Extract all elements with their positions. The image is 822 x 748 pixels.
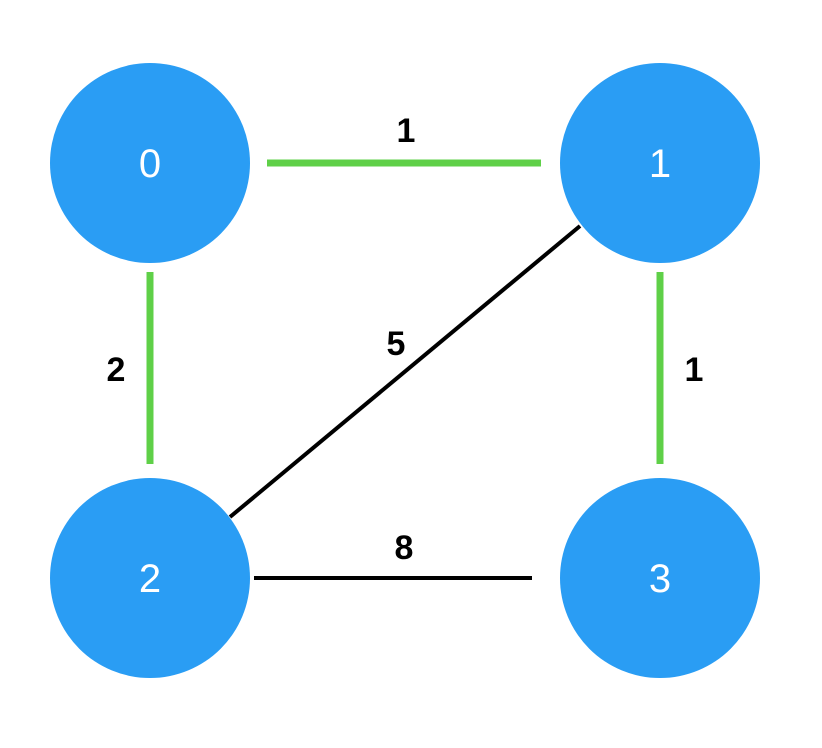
edge-weight-label-2-1: 5 [387, 325, 406, 363]
node-circle-3[interactable] [560, 478, 760, 678]
graph-node-0[interactable]: 0 [50, 63, 250, 263]
edge-weight-label-1-3: 1 [685, 351, 704, 389]
edges-layer [146, 159, 664, 580]
edge-weight-label-0-2: 2 [107, 351, 126, 389]
nodes-layer: 0 1 2 3 [50, 63, 760, 678]
node-circle-2[interactable] [50, 478, 250, 678]
graph-node-1[interactable]: 1 [560, 63, 760, 263]
node-circle-0[interactable] [50, 63, 250, 263]
graph-edge-2-1 [228, 224, 582, 519]
edge-weight-label-2-3: 8 [395, 529, 414, 567]
graph-node-2[interactable]: 2 [50, 478, 250, 678]
node-circle-1[interactable] [560, 63, 760, 263]
edge-weight-label-0-1: 1 [397, 112, 416, 150]
graph-node-3[interactable]: 3 [560, 478, 760, 678]
